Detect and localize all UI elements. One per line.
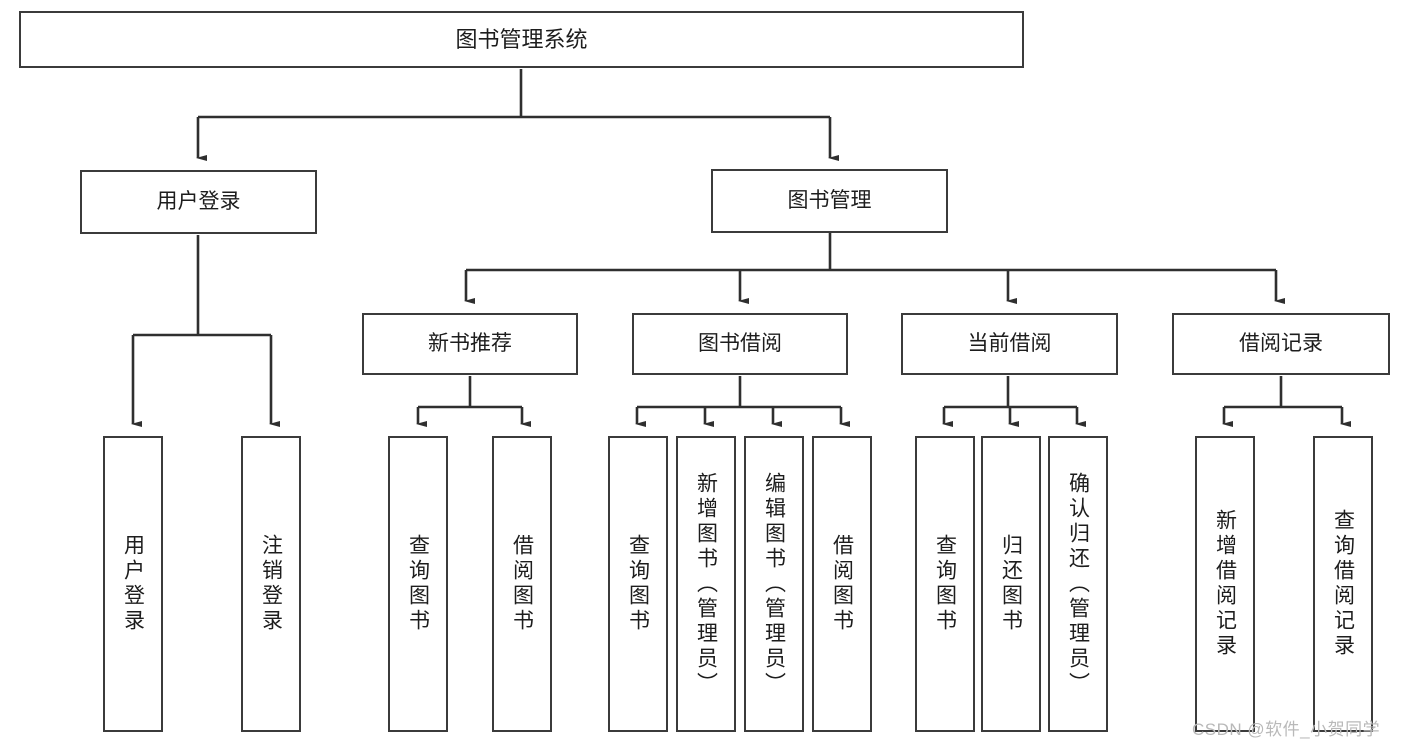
node-root-book-management-system[interactable]: 图书管理系统 (19, 11, 1024, 68)
leaf-borrow-record-query[interactable]: 查询借阅记录 (1313, 436, 1373, 732)
leaf-new-book-borrow[interactable]: 借阅图书 (492, 436, 552, 732)
node-label: 图书借阅 (698, 331, 782, 355)
node-label: 借阅图书 (830, 534, 854, 634)
leaf-book-borrow-query[interactable]: 查询图书 (608, 436, 668, 732)
leaf-book-borrow-borrow[interactable]: 借阅图书 (812, 436, 872, 732)
watermark: CSDN @软件_小贺同学 (1192, 720, 1381, 739)
node-label: 查询借阅记录 (1331, 509, 1355, 659)
node-book-management[interactable]: 图书管理 (711, 169, 948, 233)
node-label: 当前借阅 (967, 331, 1052, 355)
leaf-current-borrow-return[interactable]: 归还图书 (981, 436, 1041, 732)
node-label: 新增借阅记录 (1213, 509, 1237, 659)
node-label: 新增图书（管理员） (694, 471, 718, 697)
leaf-current-borrow-query[interactable]: 查询图书 (915, 436, 975, 732)
node-label: 查询图书 (406, 534, 430, 634)
leaf-current-borrow-confirm-return-admin[interactable]: 确认归还（管理员） (1048, 436, 1108, 732)
node-label: 用户登录 (121, 534, 145, 634)
node-label: 查询图书 (933, 534, 957, 634)
node-label: 图书管理系统 (455, 26, 588, 52)
node-label: 注销登录 (259, 534, 283, 634)
leaf-user-login-signout[interactable]: 注销登录 (241, 436, 301, 732)
node-current-borrowing[interactable]: 当前借阅 (901, 313, 1118, 375)
node-label: 图书管理 (787, 188, 872, 212)
node-label: 新书推荐 (428, 331, 512, 355)
node-label: 借阅记录 (1239, 331, 1323, 355)
node-label: 确认归还（管理员） (1066, 471, 1090, 697)
leaf-book-borrow-add-admin[interactable]: 新增图书（管理员） (676, 436, 736, 732)
node-label: 查询图书 (626, 534, 650, 634)
node-label: 编辑图书（管理员） (762, 471, 786, 697)
node-user-login[interactable]: 用户登录 (80, 170, 317, 234)
leaf-user-login-signin[interactable]: 用户登录 (103, 436, 163, 732)
node-new-book-recommendation[interactable]: 新书推荐 (362, 313, 578, 375)
node-label: 归还图书 (999, 534, 1023, 634)
leaf-book-borrow-edit-admin[interactable]: 编辑图书（管理员） (744, 436, 804, 732)
node-book-borrowing[interactable]: 图书借阅 (632, 313, 848, 375)
leaf-borrow-record-add[interactable]: 新增借阅记录 (1195, 436, 1255, 732)
node-label: 借阅图书 (510, 534, 534, 634)
leaf-new-book-query[interactable]: 查询图书 (388, 436, 448, 732)
node-label: 用户登录 (156, 189, 241, 213)
node-borrow-records[interactable]: 借阅记录 (1172, 313, 1390, 375)
